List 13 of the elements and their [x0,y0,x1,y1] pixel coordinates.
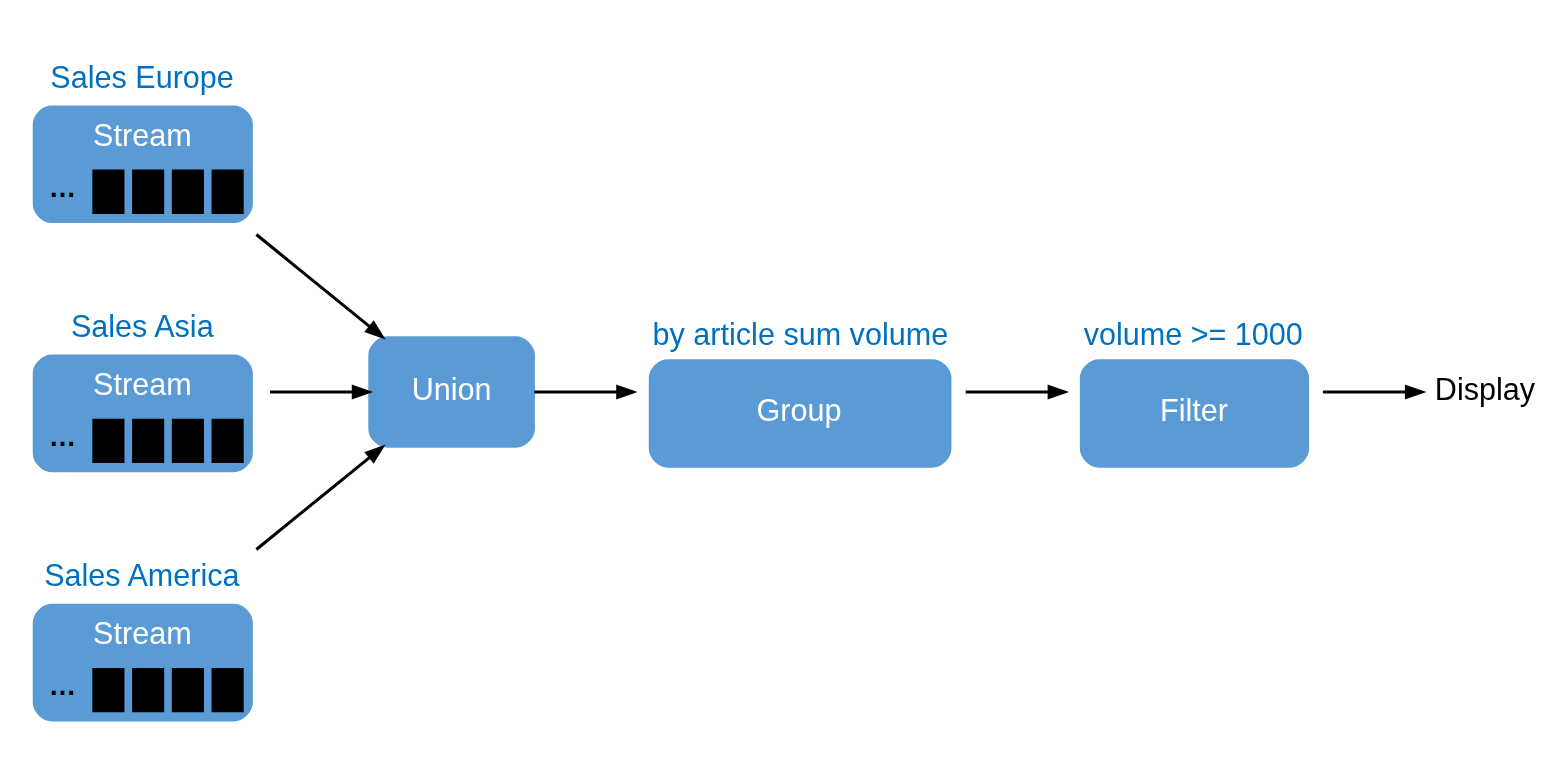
node-box: Union [368,336,535,448]
node-label: by article sum volume [652,316,949,351]
node-label: volume >= 1000 [1083,316,1303,351]
arrow [255,444,386,551]
arrow [270,384,374,400]
node-label: Sales America [44,558,240,593]
arrow [534,384,638,400]
arrow [1322,384,1427,400]
arrow [255,233,386,340]
node-label: Sales Europe [50,59,234,94]
node-label: Sales Asia [70,308,214,343]
node-text: Display [1434,371,1536,406]
arrow [965,384,1070,400]
